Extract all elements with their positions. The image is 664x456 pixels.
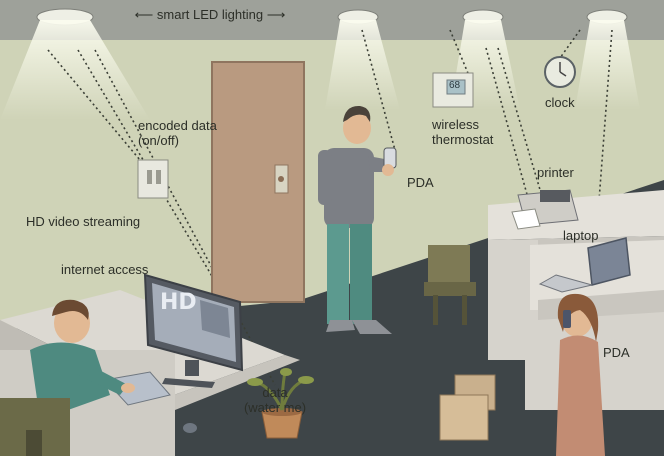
data-water-line1: data [262, 385, 288, 400]
pda-standing-label: PDA [407, 175, 434, 190]
title-text: smart LED lighting [156, 7, 264, 22]
keyboard [104, 371, 171, 406]
left-arrow-icon: ⟵ [134, 7, 154, 22]
thermostat-line2: thermostat [432, 132, 494, 147]
thermostat-label: wireless thermostat [432, 117, 493, 147]
monitor-hd-text: HD [160, 290, 197, 315]
standing-person [318, 105, 397, 334]
encoded-data-label: encoded data (on/off) [138, 118, 217, 148]
hd-video-label: HD video streaming [26, 214, 141, 229]
potted-plant [247, 368, 314, 439]
office-chair [424, 245, 476, 325]
wireless-thermostat [432, 72, 474, 108]
printer-icon [511, 189, 579, 230]
seated-person-phone [556, 293, 605, 456]
laptop-icon [538, 237, 631, 293]
light-beams [0, 20, 640, 120]
laptop-label: laptop [563, 228, 599, 243]
page-title: ⟵ smart LED lighting ⟶ [110, 7, 310, 22]
pda-sitting-label: PDA [603, 345, 630, 360]
thermostat-line1: wireless [432, 117, 479, 132]
clock-label: clock [545, 95, 575, 110]
ceiling [0, 0, 664, 40]
light-switch [137, 159, 169, 199]
data-water-label: data (water me) [230, 385, 320, 415]
data-water-line2: (water me) [243, 400, 307, 415]
printer-label: printer [537, 165, 574, 180]
mouse [183, 423, 197, 433]
thermostat-display: 68 [449, 80, 461, 91]
internet-label: internet access [61, 262, 149, 277]
seated-person-computer [0, 299, 135, 456]
encoded-data-line2: (on/off) [138, 133, 179, 148]
cardboard-boxes [439, 374, 496, 441]
right-arrow-icon: ⟶ [266, 7, 286, 22]
clock-icon [544, 56, 576, 88]
door [211, 61, 305, 303]
encoded-data-line1: encoded data [138, 118, 217, 133]
monitor [143, 273, 244, 388]
